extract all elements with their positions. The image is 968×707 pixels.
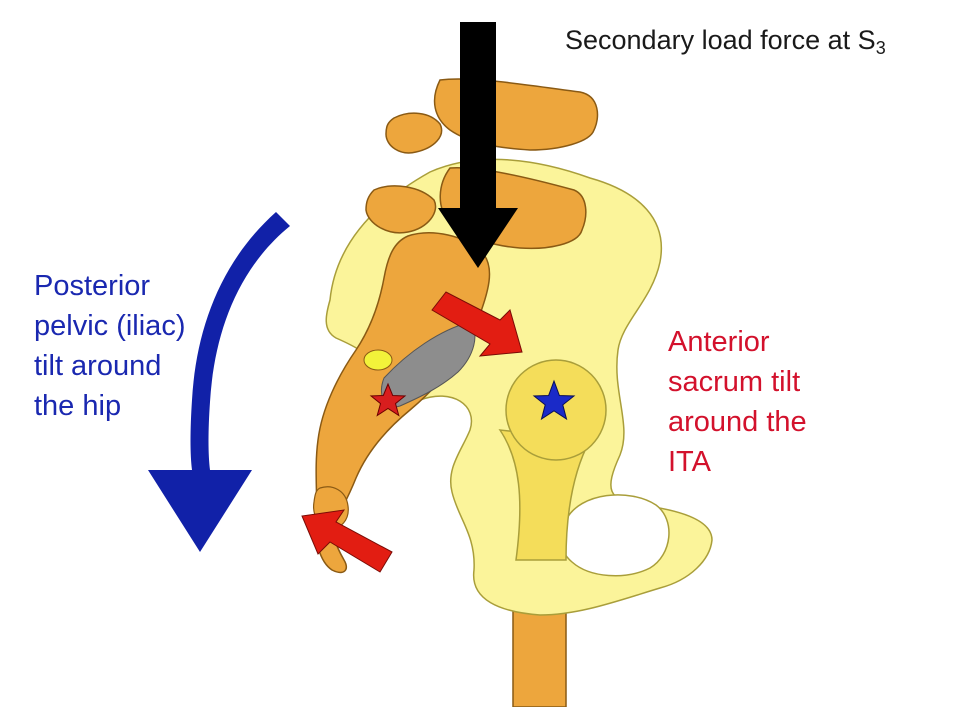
coccyx-tilt-arrow: [301, 509, 393, 573]
posterior-line-3: tilt around: [34, 350, 162, 382]
posterior-tilt-arrow: [148, 212, 290, 552]
anterior-line-1: Anterior: [668, 326, 770, 358]
femur-neck: [498, 429, 592, 561]
sacrum-tilt-arrow: [431, 291, 523, 357]
anterior-line-3: around the: [668, 406, 807, 438]
posterior-line-1: Posterior: [34, 270, 151, 302]
hip-axis-star: [532, 379, 576, 421]
load-force-arrow: [438, 22, 518, 268]
anterior-line-2: sacrum tilt: [668, 366, 801, 398]
obturator-foramen: [559, 494, 670, 577]
posterior-line-4: the hip: [34, 390, 122, 422]
posterior-line-2: pelvic (iliac): [34, 310, 186, 342]
load-force-text: Secondary load force at S: [565, 25, 876, 55]
ligament-spot: [363, 349, 393, 371]
anterior-line-4: ITA: [668, 446, 711, 478]
posterior-tilt-label: Posterior pelvic (iliac) tilt around the…: [34, 266, 185, 426]
sacral-axis-star: [369, 382, 407, 417]
load-force-label: Secondary load force at S3: [565, 20, 886, 68]
anterior-tilt-label: Anterior sacrum tilt around the ITA: [668, 322, 807, 482]
load-force-subscript: 3: [875, 38, 886, 58]
